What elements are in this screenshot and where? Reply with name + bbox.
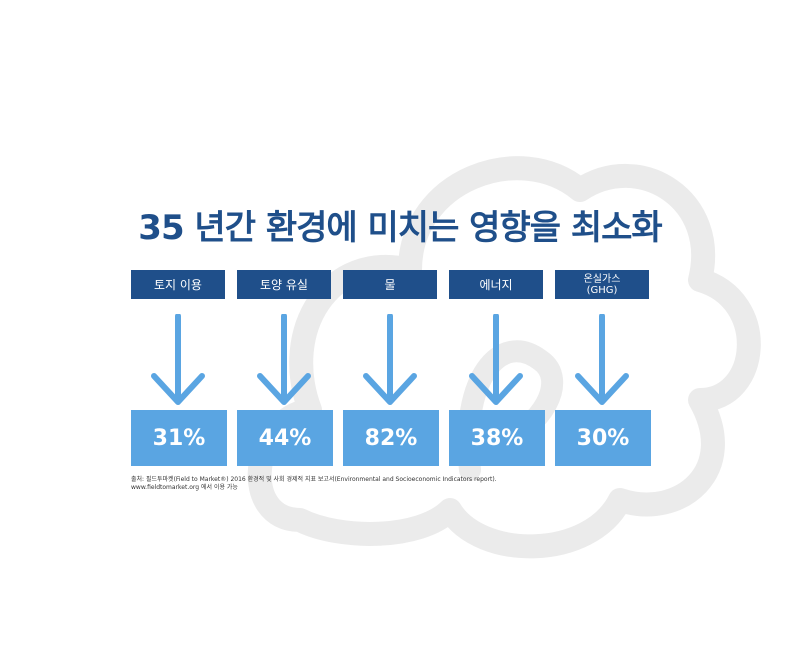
page-title: 35 년간 환경에 미치는 영향을 최소화 (138, 208, 662, 248)
value-water: 82% (343, 410, 439, 466)
category-label-energy: 에너지 (449, 270, 543, 299)
category-label-land-use: 토지 이용 (131, 270, 225, 299)
value-land-use: 31% (131, 410, 227, 466)
down-arrow-icon (363, 314, 417, 405)
down-arrow-icon (257, 314, 311, 405)
down-arrow-icon (575, 314, 629, 405)
category-label-soil-loss: 토양 유실 (237, 270, 331, 299)
value-soil-loss: 44% (237, 410, 333, 466)
category-label-ghg: 온실가스 (GHG) (555, 270, 649, 299)
source-citation: 출처: 필드투마켓(Field to Market®) 2016 환경적 및 사… (131, 476, 497, 483)
value-energy: 38% (449, 410, 545, 466)
category-label-water: 물 (343, 270, 437, 299)
source-note: 출처: 필드투마켓(Field to Market®) 2016 환경적 및 사… (131, 476, 691, 492)
down-arrow-icon (469, 314, 523, 405)
source-url: www.fieldtomarket.org 에서 이용 가능 (131, 484, 238, 491)
value-ghg: 30% (555, 410, 651, 466)
down-arrow-icon (151, 314, 205, 405)
